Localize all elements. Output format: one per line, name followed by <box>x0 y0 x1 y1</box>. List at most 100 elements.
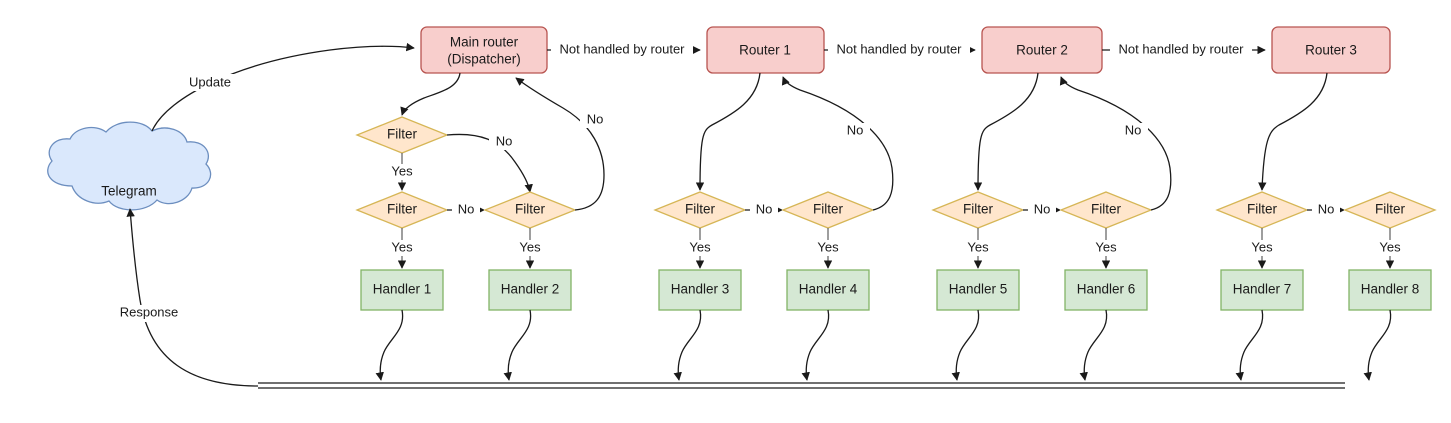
not-handled-3-label-bg <box>1110 41 1252 58</box>
edge-label-yes-5: Yes <box>817 239 839 254</box>
handler-7-box <box>1220 269 1304 311</box>
edge-label-update: Update <box>189 74 231 89</box>
edge-handler-6-to-bus <box>1079 309 1108 381</box>
node-filter-3[interactable]: Filter <box>483 191 577 229</box>
yes-4-label-bg <box>682 240 718 256</box>
not-handled-1-label-bg <box>551 41 693 58</box>
handler-3-box <box>658 269 742 311</box>
edge-label-yes-1: Yes <box>391 163 413 178</box>
edge-label-no-1: No <box>496 133 513 148</box>
node-handler-6[interactable]: Handler 6 <box>1064 269 1148 311</box>
router-2-label: Router 2 <box>1016 43 1068 58</box>
yes-7-label-bg <box>1088 240 1124 256</box>
edge-label-no-4: No <box>756 201 773 216</box>
yes-3-label-bg <box>512 240 548 256</box>
node-filter-7[interactable]: Filter <box>1059 191 1153 229</box>
node-router-3[interactable]: Router 3 <box>1271 26 1391 74</box>
node-telegram[interactable]: Telegram <box>47 121 212 211</box>
edge-handler-5-to-bus <box>951 309 980 381</box>
no-4-label-bg <box>750 202 778 218</box>
handler-4-box <box>786 269 870 311</box>
node-filter-8[interactable]: Filter <box>1215 191 1309 229</box>
node-handler-5[interactable]: Handler 5 <box>936 269 1020 311</box>
edge-label-response: Response <box>120 304 179 319</box>
handler-8-label: Handler 8 <box>1361 282 1420 297</box>
node-filter-1[interactable]: Filter <box>355 116 449 154</box>
edge-handler-8-to-bus <box>1363 309 1392 381</box>
edge-label-yes-3: Yes <box>519 239 541 254</box>
not-handled-2-label-bg <box>828 41 970 58</box>
edge-router-3-to-filter-8 <box>1258 72 1328 191</box>
filter-7-label: Filter <box>1091 202 1122 217</box>
node-handler-2[interactable]: Handler 2 <box>488 269 572 311</box>
handler-8-box <box>1348 269 1432 311</box>
edge-label-no-6: No <box>1034 201 1051 216</box>
edge-handler-3-to-bus <box>673 309 702 381</box>
node-router-1[interactable]: Router 1 <box>706 26 825 74</box>
edge-filter-5-no-loopback <box>781 76 894 211</box>
filter-5-label: Filter <box>813 202 844 217</box>
telegram-label: Telegram <box>101 184 157 199</box>
handler-7-label: Handler 7 <box>1233 282 1292 297</box>
yes-5-label-bg <box>810 240 846 256</box>
edge-update <box>151 42 415 132</box>
filter-3-label: Filter <box>515 202 546 217</box>
filter-2-label: Filter <box>387 202 418 217</box>
node-handler-1[interactable]: Handler 1 <box>360 269 444 311</box>
edge-label-not-handled-3: Not handled by router <box>1118 41 1244 56</box>
filter-1-label: Filter <box>387 127 418 142</box>
handler-2-label: Handler 2 <box>501 282 560 297</box>
edge-handler-1-to-bus <box>375 309 404 381</box>
yes-9-label-bg <box>1372 240 1408 256</box>
handler-5-label: Handler 5 <box>949 282 1008 297</box>
edge-label-no-5: No <box>847 122 864 137</box>
edge-response <box>126 208 259 387</box>
router-1-label: Router 1 <box>739 43 791 58</box>
edge-main-router-to-filter-1 <box>400 72 461 116</box>
edge-filter-7-no-loopback <box>1059 76 1172 211</box>
yes-6-label-bg <box>960 240 996 256</box>
node-handler-8[interactable]: Handler 8 <box>1348 269 1432 311</box>
update-label-bg <box>181 74 238 91</box>
no-5-label-bg <box>840 123 870 139</box>
node-filter-6[interactable]: Filter <box>931 191 1025 229</box>
cloud-shape <box>47 121 212 211</box>
node-handler-7[interactable]: Handler 7 <box>1220 269 1304 311</box>
node-handler-4[interactable]: Handler 4 <box>786 269 870 311</box>
edge-handler-7-to-bus <box>1235 309 1264 381</box>
node-router-2[interactable]: Router 2 <box>981 26 1103 74</box>
filter-4-label: Filter <box>685 202 716 217</box>
handler-3-label: Handler 3 <box>671 282 730 297</box>
no-8-label-bg <box>1312 202 1340 218</box>
node-filter-4[interactable]: Filter <box>653 191 747 229</box>
filter-6-label: Filter <box>963 202 994 217</box>
node-handler-3[interactable]: Handler 3 <box>658 269 742 311</box>
edge-label-no-7: No <box>1125 122 1142 137</box>
yes-1-label-bg <box>384 164 420 180</box>
node-filter-5[interactable]: Filter <box>781 191 875 229</box>
handler-6-box <box>1064 269 1148 311</box>
edge-label-no-2: No <box>458 201 475 216</box>
edge-label-yes-6: Yes <box>967 239 989 254</box>
filter-8-label: Filter <box>1247 202 1278 217</box>
no-1-label-bg <box>489 134 519 150</box>
response-label-bg <box>111 305 187 322</box>
no-2-label-bg <box>452 202 480 218</box>
edge-label-no-8: No <box>1318 201 1335 216</box>
main-router-label-line2: (Dispatcher) <box>447 52 521 67</box>
yes-2-label-bg <box>384 240 420 256</box>
edge-filter-1-no <box>446 133 533 193</box>
router-3-label: Router 3 <box>1305 43 1357 58</box>
handler-1-label: Handler 1 <box>373 282 432 297</box>
edge-label-not-handled-2: Not handled by router <box>836 41 962 56</box>
node-filter-9[interactable]: Filter <box>1343 191 1437 229</box>
handler-4-label: Handler 4 <box>799 282 858 297</box>
filter-9-label: Filter <box>1375 202 1406 217</box>
node-main-router[interactable]: Main router (Dispatcher) <box>420 26 548 74</box>
handler-5-box <box>936 269 1020 311</box>
node-filter-2[interactable]: Filter <box>355 191 449 229</box>
edge-label-not-handled-1: Not handled by router <box>559 41 685 56</box>
router-3-box <box>1271 26 1391 74</box>
edge-router-1-to-filter-4 <box>695 72 761 191</box>
